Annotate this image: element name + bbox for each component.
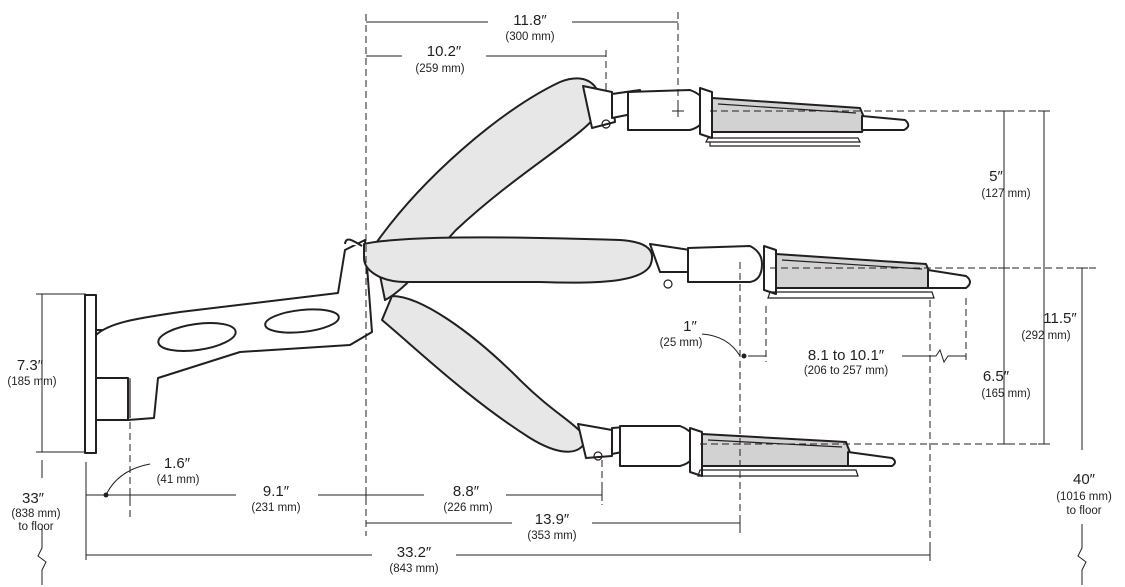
drop-height-label: 6.5″ [983,368,1010,385]
drop-height-metric: (165 mm) [981,388,1030,400]
arm-reach-metric: (231 mm) [251,502,300,514]
overall-length-metric: (843 mm) [389,563,438,575]
tray-to-floor-note: to floor [1066,505,1101,517]
mount-to-floor-metric: (838 mm) [11,508,60,520]
arm-reach-label: 9.1″ [263,483,290,500]
top-span-label: 11.8″ [513,12,547,29]
middle-swing-arm [344,236,971,299]
mount-to-floor-note: to floor [18,521,53,533]
fixed-extension-arm [95,239,373,421]
tray-to-floor-metric: (1016 mm) [1056,491,1112,503]
mount-height-label: 7.3″ [17,357,44,374]
lower-swing-arm [381,295,896,477]
bracket-offset-label: 1.6″ [164,455,191,472]
mount-height-metric: (185 mm) [7,376,56,388]
top-reach-label: 10.2″ [427,43,462,60]
total-vertical-label: 11.5″ [1043,310,1077,327]
bracket-offset-metric: (41 mm) [157,474,200,486]
tray-depth-metric: (206 to 257 mm) [804,365,889,377]
total-vertical-metric: (292 mm) [1021,330,1070,342]
lower-span-label: 13.9″ [535,511,570,528]
overall-length-label: 33.2″ [397,544,432,561]
lower-span-metric: (353 mm) [527,530,576,542]
pivot-offset-metric: (25 mm) [660,337,703,349]
lower-reach-label: 8.8″ [453,483,480,500]
tray-to-floor-label: 40″ [1073,471,1096,488]
raise-height-metric: (127 mm) [981,188,1030,200]
tray-depth-label: 8.1 to 10.1″ [808,347,885,364]
top-span-metric: (300 mm) [505,31,554,43]
top-reach-metric: (259 mm) [415,63,464,75]
dimension-labels: 11.8″ (300 mm) 10.2″ (259 mm) 5″ (127 mm… [7,12,1112,575]
dimension-lines [36,12,1096,585]
mount-to-floor-label: 33″ [22,490,45,507]
lower-reach-metric: (226 mm) [443,502,492,514]
pivot-offset-label: 1″ [683,318,697,335]
raise-height-label: 5″ [989,168,1003,185]
